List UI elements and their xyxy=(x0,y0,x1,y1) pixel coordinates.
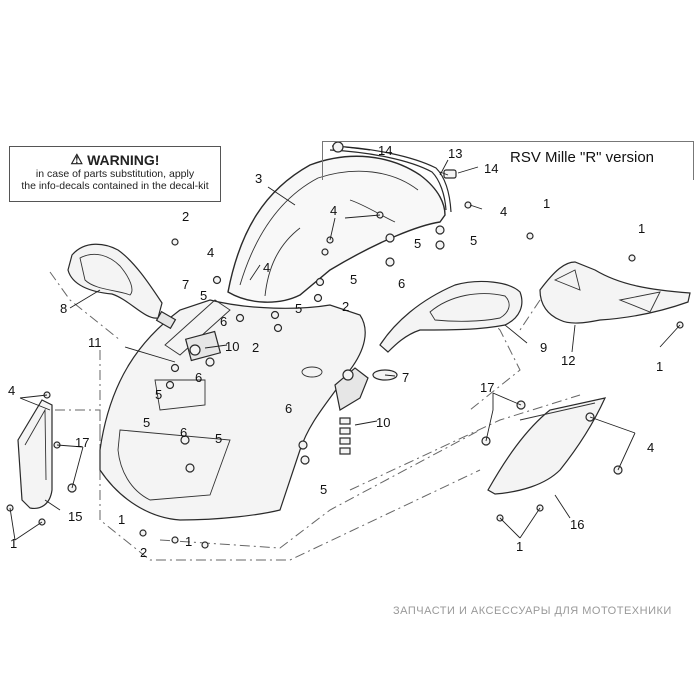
callout-5: 5 xyxy=(143,415,150,430)
warning-line-2: the info-decals contained in the decal-k… xyxy=(21,180,209,192)
callout-10: 10 xyxy=(376,415,390,430)
callout-4: 4 xyxy=(647,440,654,455)
windscreen[interactable] xyxy=(227,155,446,303)
warning-title-text: WARNING! xyxy=(87,151,160,168)
callout-6: 6 xyxy=(180,425,187,440)
front-fairing[interactable] xyxy=(99,299,366,521)
callout-7: 7 xyxy=(402,370,409,385)
callout-3: 3 xyxy=(255,171,262,186)
callout-1: 1 xyxy=(516,539,523,554)
callout-5: 5 xyxy=(470,233,477,248)
callout-5: 5 xyxy=(200,288,207,303)
callout-2: 2 xyxy=(182,209,189,224)
callout-8: 8 xyxy=(60,301,67,316)
left-side-panel[interactable] xyxy=(17,399,53,510)
callout-1: 1 xyxy=(638,221,645,236)
right-lower-panel[interactable] xyxy=(487,397,607,495)
callout-5: 5 xyxy=(155,387,162,402)
callout-9: 9 xyxy=(540,340,547,355)
callout-10: 10 xyxy=(225,339,239,354)
callout-17: 17 xyxy=(75,435,89,450)
callout-1: 1 xyxy=(10,536,17,551)
left-mirror[interactable] xyxy=(67,243,177,330)
callout-5: 5 xyxy=(295,301,302,316)
callout-4: 4 xyxy=(330,203,337,218)
callout-15: 15 xyxy=(68,509,82,524)
callout-1: 1 xyxy=(656,359,663,374)
callout-6: 6 xyxy=(195,370,202,385)
leader-lines xyxy=(9,146,681,541)
callout-17: 17 xyxy=(480,380,494,395)
version-label: RSV Mille "R" version xyxy=(510,149,655,166)
damper-assembly-left[interactable] xyxy=(165,330,222,390)
callout-4: 4 xyxy=(8,383,15,398)
version-frame xyxy=(322,141,694,180)
damper-assembly-center[interactable] xyxy=(334,367,398,455)
warning-line-1: in case of parts substitution, apply xyxy=(35,168,195,180)
warning-title: ⚠ WARNING! xyxy=(10,151,220,168)
callout-1: 1 xyxy=(543,196,550,211)
callout-2: 2 xyxy=(252,340,259,355)
callout-4: 4 xyxy=(263,260,270,275)
callout-4: 4 xyxy=(500,204,507,219)
callout-numbers: 1 1 1 1 1 1 1 2 2 2 2 3 4 4 4 4 4 4 5 5 … xyxy=(8,143,663,560)
right-upper-panel[interactable] xyxy=(539,261,691,324)
callout-13: 13 xyxy=(448,146,462,161)
callout-5: 5 xyxy=(320,482,327,497)
warning-triangle-icon: ⚠ xyxy=(70,151,84,167)
callout-14: 14 xyxy=(484,161,498,176)
callout-2: 2 xyxy=(342,299,349,314)
callout-5: 5 xyxy=(350,272,357,287)
callout-2: 2 xyxy=(140,545,147,560)
callout-12: 12 xyxy=(561,353,575,368)
callout-1: 1 xyxy=(185,534,192,549)
callout-7: 7 xyxy=(182,277,189,292)
footer-subtitle: ЗАПЧАСТИ И АКСЕССУАРЫ ДЛЯ МОТОТЕХНИКИ xyxy=(393,605,672,617)
callout-6: 6 xyxy=(398,276,405,291)
right-mirror[interactable] xyxy=(379,280,523,353)
callout-5: 5 xyxy=(414,236,421,251)
callout-1: 1 xyxy=(118,512,125,527)
callout-11: 11 xyxy=(88,335,102,350)
callout-6: 6 xyxy=(220,314,227,329)
callout-14: 14 xyxy=(378,143,392,158)
callout-6: 6 xyxy=(285,401,292,416)
warning-notice: ⚠ WARNING! in case of parts substitution… xyxy=(9,146,221,202)
callout-4: 4 xyxy=(207,245,214,260)
callout-16: 16 xyxy=(570,517,584,532)
callout-5: 5 xyxy=(215,431,222,446)
